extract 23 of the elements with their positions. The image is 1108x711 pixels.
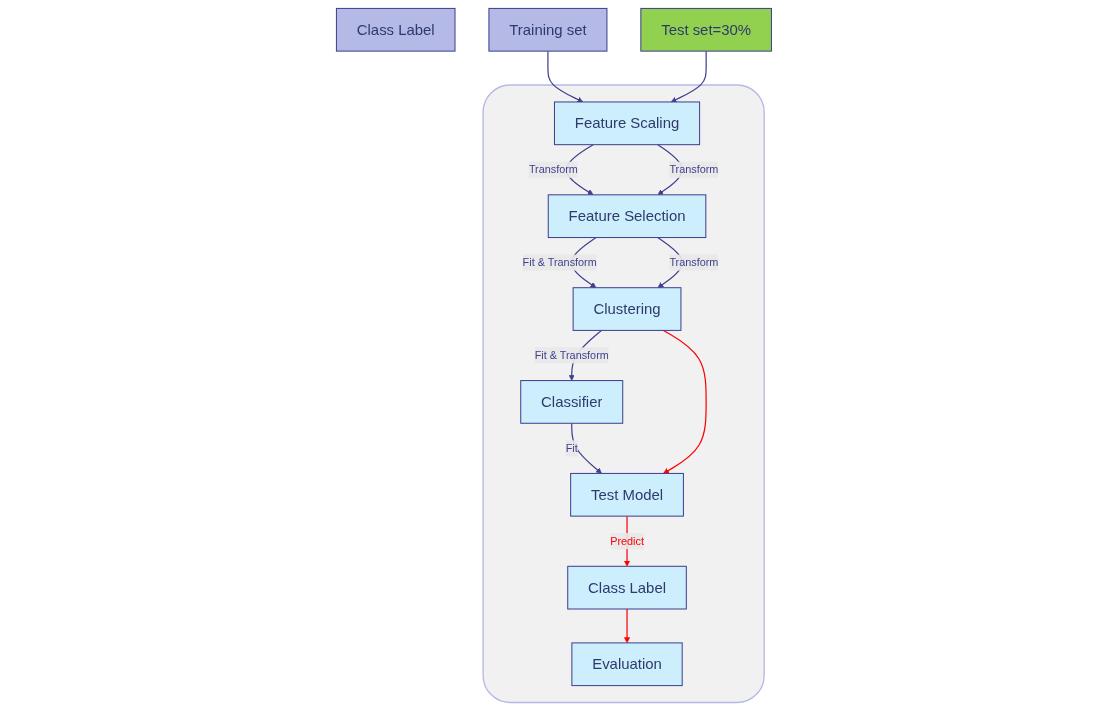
edge-label: Transform [528,163,578,176]
node-box: Clustering [572,287,682,331]
node-box: Test set=30% [640,7,772,52]
arrow [662,329,707,474]
edge-label: Fit [565,442,578,454]
node-box: Class Label [567,565,687,610]
arrow [624,608,631,644]
node-box: Feature Selection [547,194,707,239]
edge-label: Transform [669,163,719,176]
edge-label: Fit & Transform [522,256,597,269]
node-box: Training set [488,7,608,52]
arrow [547,50,584,103]
node-box: Classifier [520,380,624,424]
edge-label: Fit & Transform [534,349,609,361]
arrow [670,50,707,103]
node-box: Evaluation [571,642,683,687]
node-box: Feature Scaling [554,101,701,146]
node-box: Class Label [336,7,456,52]
node-box: Test Model [570,472,684,517]
arrow [571,422,602,474]
edge-label: Transform [669,256,719,269]
cluster [482,84,765,704]
edge-label: Predict [610,535,644,547]
